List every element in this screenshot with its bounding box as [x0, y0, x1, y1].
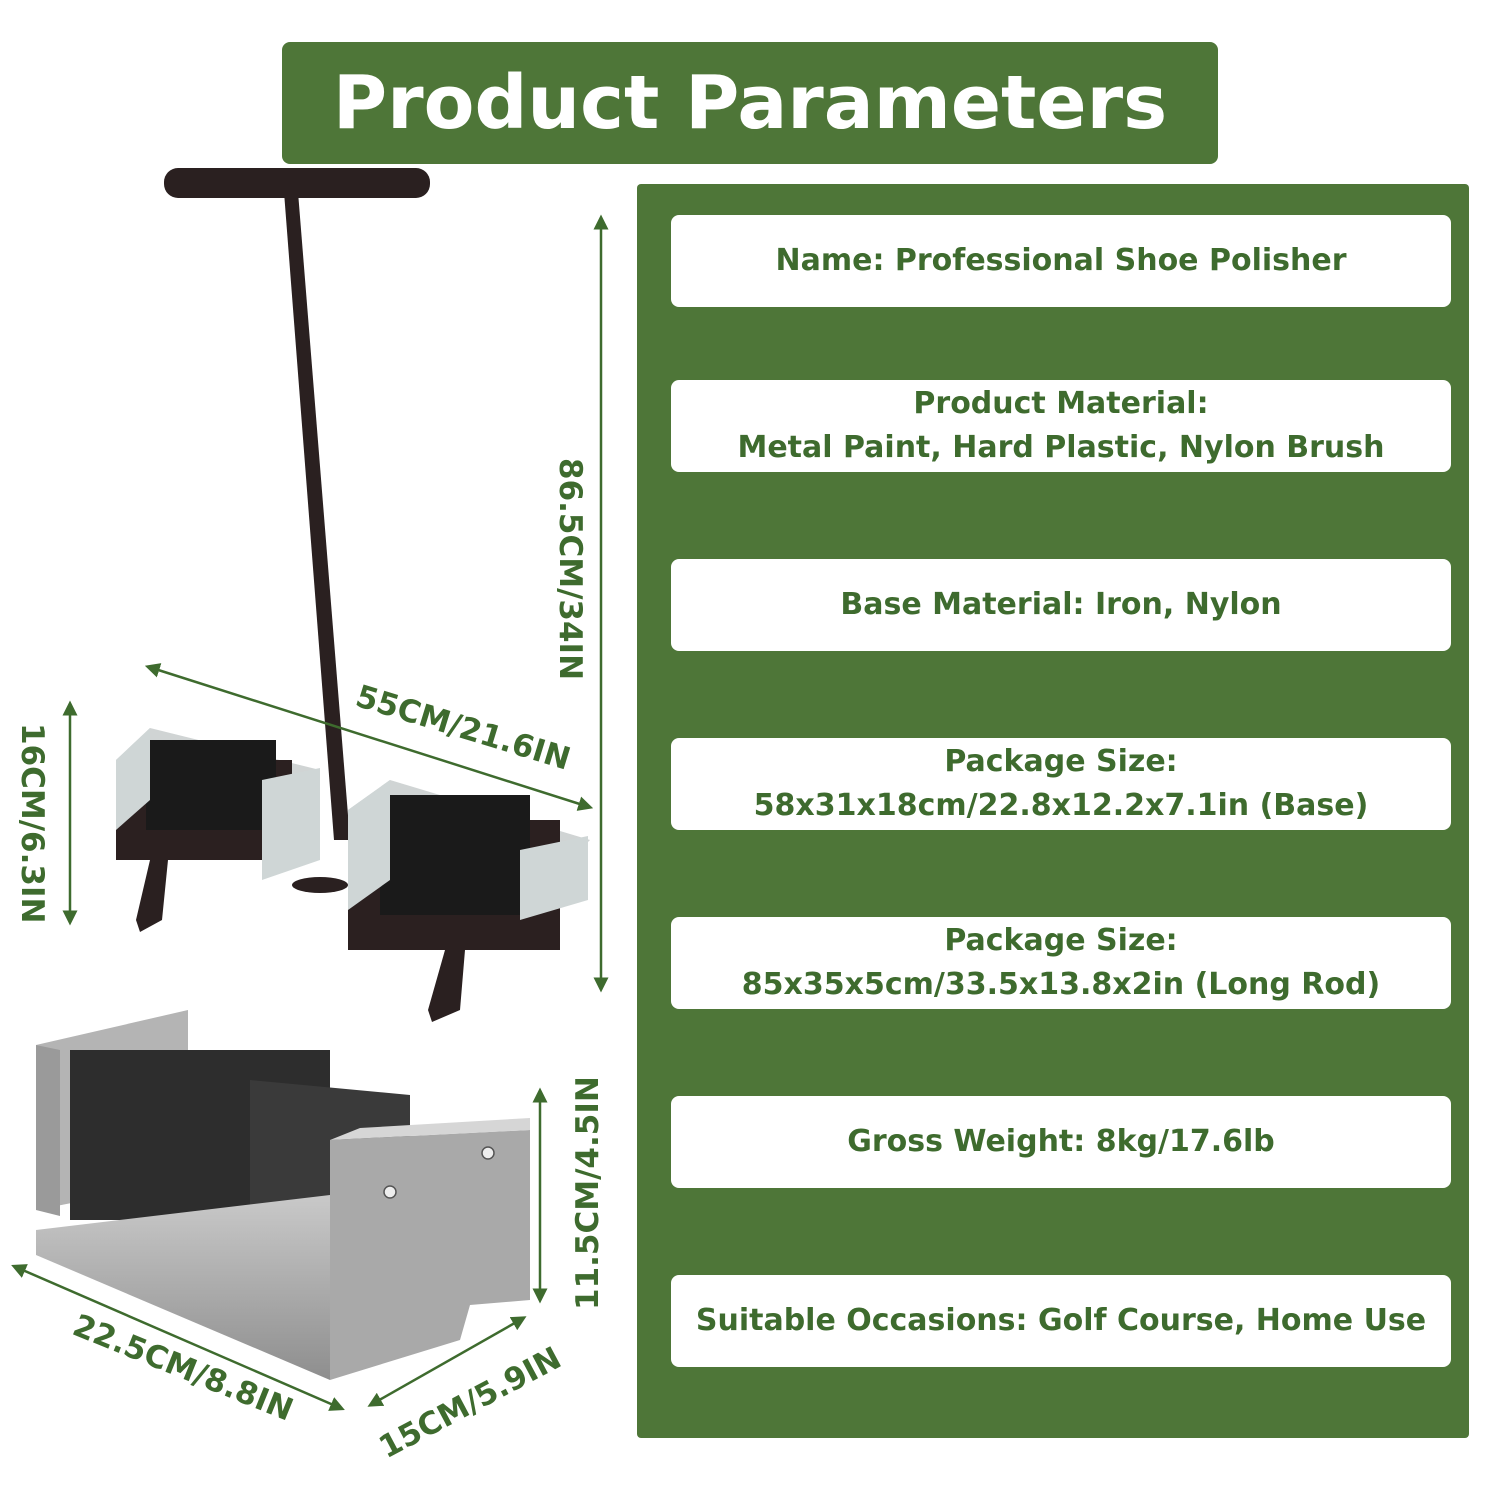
parameter-text: Package Size:	[944, 923, 1178, 958]
parameter-text: Suitable Occasions: Golf Course, Home Us…	[695, 1303, 1427, 1338]
shoe-polisher-drawing	[116, 168, 590, 1022]
parameter-card-package-base: Package Size: 58x31x18cm/22.8x12.2x7.1in…	[671, 738, 1451, 830]
title-banner: Product Parameters	[282, 42, 1218, 164]
dimension-arrows	[11, 214, 609, 1411]
parameter-text: 58x31x18cm/22.8x12.2x7.1in (Base)	[753, 788, 1369, 823]
parameter-text: Name: Professional Shoe Polisher	[775, 243, 1347, 278]
parameter-text: Base Material: Iron, Nylon	[840, 587, 1282, 622]
parameter-card-base-material: Base Material: Iron, Nylon	[671, 559, 1451, 651]
parameter-text: Metal Paint, Hard Plastic, Nylon Brush	[737, 430, 1385, 465]
parameter-card-occasions: Suitable Occasions: Golf Course, Home Us…	[671, 1275, 1451, 1367]
parameter-text: Package Size:	[944, 744, 1178, 779]
parameter-card-name: Name: Professional Shoe Polisher	[671, 215, 1451, 307]
parameter-text: Product Material:	[913, 386, 1209, 421]
dimension-label-height-unit: 11.5CM/4.5IN	[570, 1076, 606, 1310]
parameter-card-product-material: Product Material: Metal Paint, Hard Plas…	[671, 380, 1451, 472]
parameter-text: 85x35x5cm/33.5x13.8x2in (Long Rod)	[741, 967, 1381, 1002]
dimension-label-height-total: 86.5CM/34IN	[552, 458, 588, 681]
parameter-card-gross-weight: Gross Weight: 8kg/17.6lb	[671, 1096, 1451, 1188]
parameter-text: Gross Weight: 8kg/17.6lb	[847, 1124, 1275, 1159]
parameters-panel: Name: Professional Shoe Polisher Product…	[637, 184, 1469, 1438]
dimension-label-height-base: 16CM/6.3IN	[14, 723, 50, 924]
page-title: Product Parameters	[332, 60, 1168, 146]
parameter-card-package-rod: Package Size: 85x35x5cm/33.5x13.8x2in (L…	[671, 917, 1451, 1009]
